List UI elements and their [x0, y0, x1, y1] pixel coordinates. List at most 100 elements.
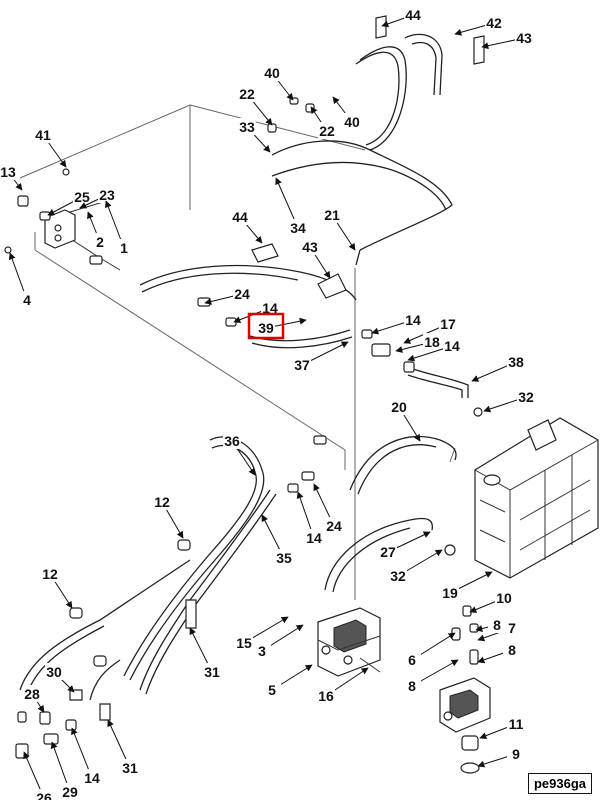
callout-label-bg-c40a — [263, 64, 281, 81]
callout-label-c11: 11 — [509, 716, 524, 732]
callout-label-bg-c12b — [41, 565, 59, 582]
callout-label-c34: 34 — [290, 220, 306, 236]
callout-label-c31b: 31 — [122, 760, 138, 776]
callout-label-bg-c15 — [235, 634, 253, 651]
callout-label-bg-c33 — [238, 118, 256, 135]
callout-label-bg-c3 — [253, 642, 271, 659]
callout-label-c44b: 44 — [232, 209, 248, 225]
fitting-14-lower — [287, 483, 299, 493]
callout-label-c24b: 24 — [326, 518, 342, 534]
callout-label-bg-c14a — [261, 299, 279, 316]
callout-label-c8c: 8 — [408, 678, 416, 694]
figure-id: pe936ga — [527, 773, 592, 794]
callout-label-c31a: 31 — [204, 664, 220, 680]
callout-label-bg-c34 — [289, 219, 307, 236]
callout-label-bg-c8a — [488, 616, 506, 633]
components — [4, 15, 599, 774]
highlight-box — [247, 312, 285, 340]
callout-label-c44a: 44 — [405, 7, 421, 23]
manifold-block — [44, 209, 76, 249]
callout-label-c14b: 14 — [405, 312, 421, 328]
callout-label-c41: 41 — [35, 127, 51, 143]
callout-label-bg-c37 — [293, 356, 311, 373]
callout-label-c4: 4 — [23, 292, 31, 308]
callout-label-bg-c28 — [23, 685, 41, 702]
callout-label-c33: 33 — [239, 119, 255, 135]
callout-label-bg-c23 — [98, 186, 116, 203]
callout-label-bg-c9 — [507, 745, 525, 762]
callout-label-c40a: 40 — [264, 65, 280, 81]
callout-label-c6: 6 — [408, 652, 416, 668]
fitting-22-left — [17, 711, 27, 723]
callout-label-bg-c32a — [517, 388, 535, 405]
pad-43 — [317, 273, 347, 299]
callout-label-bg-c13 — [0, 163, 17, 180]
callout-label-bg-c2 — [91, 233, 109, 250]
bolt-16 — [359, 657, 381, 673]
plug-32-upper — [473, 407, 483, 417]
clamp-43-top — [473, 35, 485, 65]
fitting-4 — [4, 246, 12, 254]
callout-label-bg-c24a — [233, 285, 251, 302]
callout-label-c20: 20 — [391, 399, 407, 415]
callout-label-c27: 27 — [380, 544, 396, 560]
callout-label-c7: 7 — [508, 620, 516, 636]
callout-label-c43a: 43 — [516, 30, 532, 46]
callout-label-bg-c39 — [257, 319, 275, 336]
callout-label-bg-c18 — [423, 333, 441, 350]
callout-label-bg-c14e — [83, 769, 101, 786]
callout-label-bg-c8b — [503, 641, 521, 658]
callout-label-bg-c30 — [45, 663, 63, 680]
callout-label-c21: 21 — [324, 207, 340, 223]
callout-label-c13: 13 — [0, 164, 16, 180]
callout-label-c14a: 14 — [262, 300, 278, 316]
callout-label-bg-c43a — [515, 29, 533, 46]
callout-label-c24a: 24 — [234, 286, 250, 302]
fitting-24-lower — [301, 471, 315, 481]
fitting-14-bottom — [65, 719, 77, 731]
callout-label-c32a: 32 — [518, 389, 534, 405]
callout-label-bg-c19 — [441, 584, 459, 601]
valve-block — [439, 677, 491, 733]
callout-label-c8a: 8 — [493, 617, 501, 633]
callout-label-c18: 18 — [424, 334, 440, 350]
callout-label-bg-c42 — [485, 14, 503, 31]
callout-label-bg-c14d — [305, 529, 323, 546]
fitting-13 — [17, 195, 29, 207]
callout-label-c40b: 40 — [344, 114, 360, 130]
fitting-14-right — [361, 329, 373, 339]
callout-label-c14e: 14 — [84, 770, 100, 786]
callout-label-c35: 35 — [276, 550, 292, 566]
callout-label-bg-c1 — [115, 239, 133, 256]
fitting-40-upper — [289, 97, 299, 105]
callout-label-bg-c16 — [317, 687, 335, 704]
fitting-top-lower — [313, 435, 327, 445]
callout-label-bg-c4 — [18, 291, 36, 308]
callout-label-bg-c43b — [301, 238, 319, 255]
callout-label-c25: 25 — [74, 189, 90, 205]
callout-label-bg-c40b — [343, 113, 361, 130]
callout-label-bg-c20 — [390, 398, 408, 415]
plug-32-lower — [444, 544, 456, 556]
callout-label-bg-c25 — [73, 188, 91, 205]
fitting-left-lower — [89, 255, 103, 265]
callout-label-c22a: 22 — [239, 86, 255, 102]
callout-label-bg-c21 — [323, 206, 341, 223]
callout-label-c16: 16 — [318, 688, 334, 704]
callout-label-c12b: 12 — [42, 566, 58, 582]
bracket-31-lower — [99, 703, 111, 721]
fitting-8-upper — [469, 623, 479, 633]
callout-label-c30: 30 — [46, 664, 62, 680]
callout-label-bg-c35 — [275, 549, 293, 566]
callout-label-bg-c22b — [318, 122, 336, 139]
callout-label-c42: 42 — [486, 15, 502, 31]
callout-label-c23: 23 — [99, 187, 115, 203]
callout-label-bg-c38 — [507, 353, 525, 370]
callout-label-c26: 26 — [36, 790, 52, 800]
callout-label-c17: 17 — [440, 316, 456, 332]
callout-label-c15: 15 — [236, 635, 252, 651]
fitting-8-lower — [469, 649, 479, 665]
callout-label-c36: 36 — [224, 433, 240, 449]
